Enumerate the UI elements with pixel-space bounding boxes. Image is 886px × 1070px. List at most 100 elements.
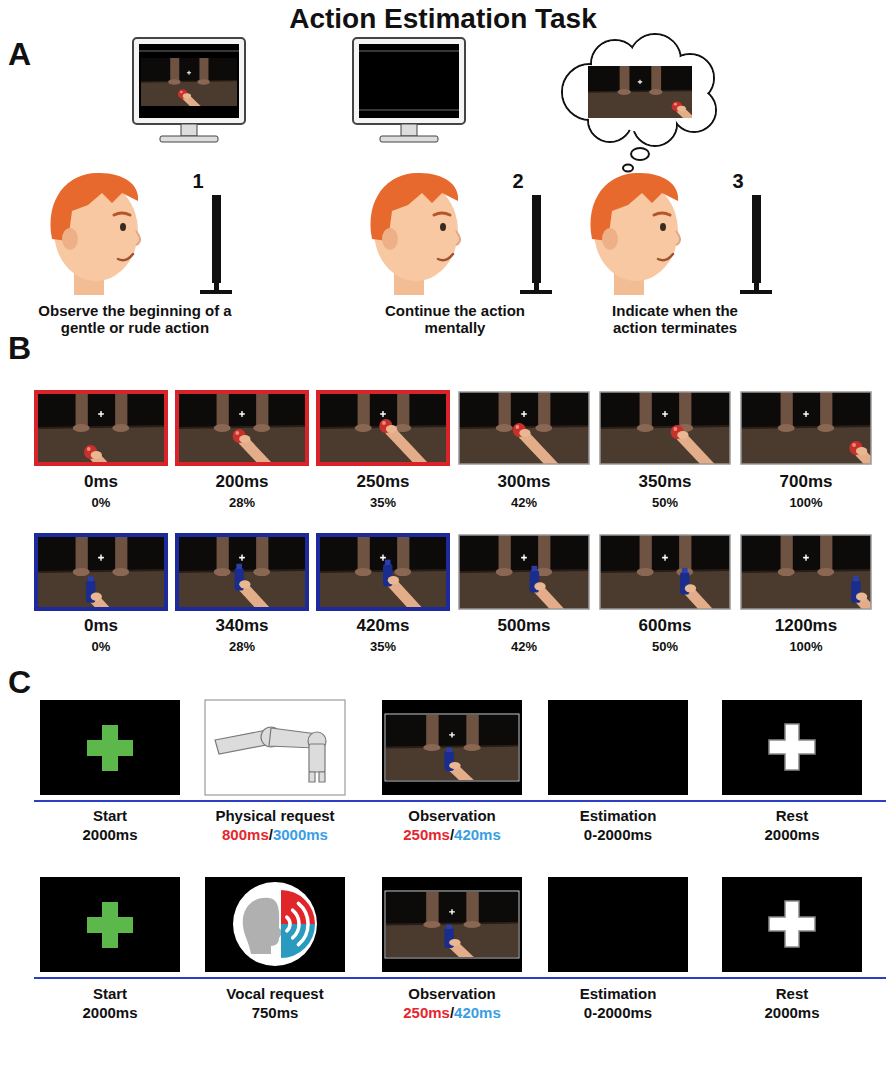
percent-label: 100% bbox=[789, 640, 822, 655]
monitor-front bbox=[133, 38, 245, 124]
trial-screen bbox=[87, 740, 133, 756]
video-frame bbox=[36, 535, 871, 609]
percent-label: 100% bbox=[789, 496, 822, 511]
step-duration: 750ms bbox=[252, 1004, 299, 1021]
trial-screen bbox=[40, 700, 180, 795]
step-name: Physical request bbox=[215, 807, 334, 824]
step-number: 2 bbox=[512, 170, 523, 193]
step-duration: 0-2000ms bbox=[584, 1004, 652, 1021]
step-duration: 2000ms bbox=[82, 826, 137, 843]
trial-screen bbox=[233, 882, 317, 966]
percent-label: 50% bbox=[652, 640, 678, 655]
video-frame bbox=[600, 535, 730, 609]
duration-group: 250ms/420ms bbox=[403, 1004, 501, 1021]
time-label: 250ms bbox=[357, 472, 410, 492]
video-frame bbox=[600, 392, 734, 492]
video-frame bbox=[177, 535, 307, 609]
monitor-side bbox=[214, 282, 219, 290]
time-label: 600ms bbox=[639, 616, 692, 636]
trial-screen bbox=[548, 877, 688, 972]
video-frame bbox=[36, 535, 886, 656]
percent-label: 0% bbox=[92, 640, 111, 655]
step-duration: 250ms bbox=[403, 826, 450, 843]
time-label: 350ms bbox=[639, 472, 692, 492]
video-frame bbox=[36, 535, 166, 656]
monitor-side bbox=[534, 282, 539, 290]
trial-screen bbox=[293, 910, 299, 938]
video-frame bbox=[741, 392, 886, 508]
video-frame bbox=[741, 535, 886, 656]
video-frame bbox=[849, 441, 886, 508]
video-frame bbox=[741, 392, 871, 464]
observer-head bbox=[371, 173, 460, 295]
panel-letter: B bbox=[8, 330, 31, 367]
duration-group: 250ms/420ms bbox=[403, 826, 501, 843]
percent-label: 50% bbox=[652, 496, 678, 511]
video-frame bbox=[36, 392, 886, 512]
trial-screen bbox=[548, 877, 688, 972]
trial-screen bbox=[722, 700, 862, 795]
percent-label: 0% bbox=[92, 496, 111, 511]
step-name: Start bbox=[93, 985, 127, 1002]
video-frame bbox=[600, 392, 730, 464]
video-frame bbox=[36, 392, 871, 464]
trial-screen bbox=[233, 882, 317, 966]
video-frame bbox=[36, 392, 166, 464]
time-label: 700ms bbox=[780, 472, 833, 492]
step-duration: 800ms bbox=[222, 826, 269, 843]
step-caption: Continue the action mentally bbox=[365, 302, 545, 337]
timeline bbox=[34, 977, 886, 979]
trial-screen bbox=[215, 727, 326, 782]
video-frame bbox=[459, 535, 589, 609]
thought-cloud bbox=[623, 165, 633, 172]
step-duration: 420ms bbox=[454, 826, 501, 843]
step-duration: 0-2000ms bbox=[584, 826, 652, 843]
monitor-side bbox=[200, 290, 232, 294]
trial-screen bbox=[243, 898, 283, 954]
video-frame bbox=[851, 576, 886, 656]
monitor-front bbox=[133, 38, 245, 142]
step-name: Estimation bbox=[580, 985, 657, 1002]
trial-screen bbox=[205, 877, 345, 972]
time-label: 420ms bbox=[357, 616, 410, 636]
video-frame bbox=[36, 392, 166, 512]
video-frame bbox=[318, 392, 448, 464]
step-duration: / bbox=[269, 826, 273, 843]
monitor-side bbox=[212, 195, 221, 283]
trial-screen bbox=[548, 700, 688, 795]
trial-screen bbox=[386, 892, 518, 995]
duration-group: 800ms/3000ms bbox=[222, 826, 328, 843]
time-label: 200ms bbox=[216, 472, 269, 492]
monitor-front bbox=[139, 44, 239, 118]
video-frame bbox=[459, 392, 589, 464]
step-duration: 2000ms bbox=[764, 1004, 819, 1021]
step-name: Rest bbox=[776, 807, 809, 824]
trial-screen bbox=[769, 901, 815, 947]
monitor-front bbox=[401, 124, 417, 136]
video-frame bbox=[459, 535, 589, 609]
step-name: Estimation bbox=[580, 807, 657, 824]
trial-screen bbox=[444, 925, 506, 995]
percent-label: 28% bbox=[229, 640, 255, 655]
trial-screen bbox=[722, 877, 862, 972]
trial-screen bbox=[287, 903, 308, 944]
timeline bbox=[34, 800, 886, 802]
trial-screen bbox=[205, 877, 345, 972]
monitor-front bbox=[139, 51, 239, 52]
observer-head bbox=[51, 173, 680, 295]
time-label: 1200ms bbox=[775, 616, 837, 636]
thought-cloud bbox=[562, 34, 722, 172]
percent-label: 28% bbox=[229, 496, 255, 511]
video-frame bbox=[680, 568, 741, 648]
monitor-front bbox=[359, 110, 459, 111]
video-frame bbox=[36, 535, 166, 609]
monitor-side bbox=[754, 282, 759, 290]
step-duration: / bbox=[450, 1004, 454, 1021]
video-frame bbox=[177, 392, 307, 496]
trial-screen bbox=[287, 917, 290, 931]
trial-screen bbox=[722, 700, 862, 795]
thought-cloud bbox=[672, 101, 722, 149]
thought-cloud bbox=[631, 148, 649, 160]
video-frame bbox=[600, 392, 730, 464]
percent-label: 35% bbox=[370, 496, 396, 511]
